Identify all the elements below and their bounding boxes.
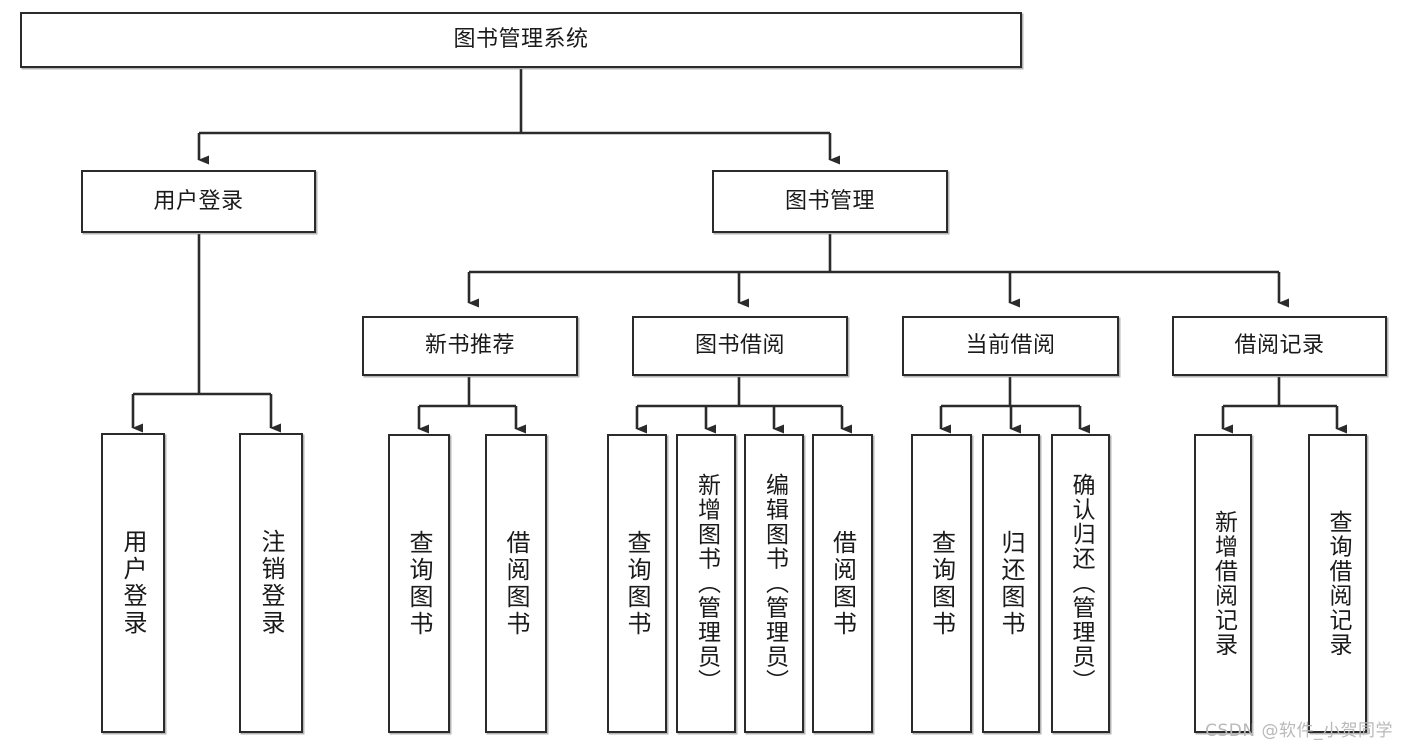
node-root-system[interactable]: 图书管理系统 [20, 12, 1022, 68]
node-label: 新书推荐 [424, 333, 515, 359]
leaf-book-borrow-borrow[interactable]: 借阅图书 [812, 434, 873, 733]
leaf-book-borrow-add[interactable]: 新增图书（管理员） [676, 434, 736, 733]
node-label: 新增图书（管理员） [693, 473, 720, 694]
node-new-book-recommend[interactable]: 新书推荐 [362, 316, 578, 376]
node-label: 借阅记录 [1234, 333, 1325, 359]
node-label: 图书借阅 [694, 333, 785, 359]
node-label: 借阅图书 [828, 529, 857, 638]
node-label: 确认归还（管理员） [1068, 473, 1094, 694]
node-label: 查询图书 [623, 529, 651, 638]
node-label: 查询图书 [927, 529, 956, 638]
node-label: 查询借阅记录 [1325, 510, 1351, 657]
leaf-borrow-record-add[interactable]: 新增借阅记录 [1194, 434, 1252, 733]
node-label: 图书管理系统 [453, 27, 589, 53]
leaf-book-borrow-edit[interactable]: 编辑图书（管理员） [744, 434, 804, 733]
leaf-new-book-query[interactable]: 查询图书 [388, 434, 450, 733]
node-label: 借阅图书 [502, 529, 530, 638]
leaf-current-borrow-return[interactable]: 归还图书 [982, 434, 1040, 733]
node-user-login[interactable]: 用户登录 [81, 170, 316, 233]
node-label: 注销登录 [257, 529, 285, 637]
leaf-current-borrow-query[interactable]: 查询图书 [911, 434, 972, 733]
node-book-manage[interactable]: 图书管理 [712, 170, 948, 233]
leaf-user-login-logout[interactable]: 注销登录 [239, 433, 303, 733]
leaf-borrow-record-query[interactable]: 查询借阅记录 [1308, 434, 1367, 733]
leaf-user-login-login[interactable]: 用户登录 [101, 433, 165, 733]
node-label: 当前借阅 [965, 333, 1056, 359]
node-label: 图书管理 [784, 188, 875, 214]
node-label: 用户登录 [119, 529, 147, 637]
node-label: 查询图书 [405, 529, 433, 638]
node-book-borrow[interactable]: 图书借阅 [632, 316, 848, 376]
leaf-book-borrow-query[interactable]: 查询图书 [607, 434, 667, 733]
node-current-borrow[interactable]: 当前借阅 [902, 316, 1119, 376]
leaf-current-borrow-confirm[interactable]: 确认归还（管理员） [1051, 434, 1110, 733]
leaf-new-book-borrow[interactable]: 借阅图书 [485, 434, 547, 733]
node-label: 用户登录 [153, 188, 244, 214]
node-label: 新增借阅记录 [1210, 510, 1237, 657]
csdn-watermark: CSDN @软件_小贺同学 [1205, 721, 1393, 741]
node-label: 编辑图书（管理员） [761, 473, 788, 694]
node-borrow-record[interactable]: 借阅记录 [1172, 316, 1387, 376]
node-label: 归还图书 [997, 529, 1025, 638]
